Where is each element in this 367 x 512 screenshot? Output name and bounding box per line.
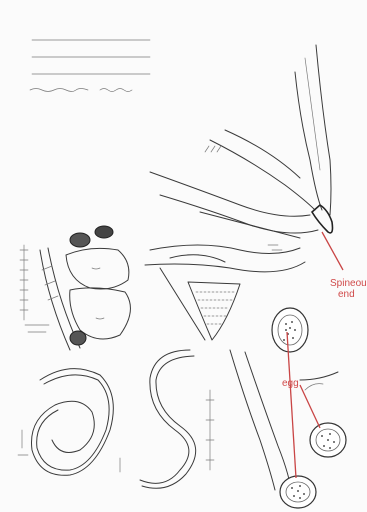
spineous-label-line1: Spineous	[330, 278, 367, 289]
spicule-and-organs	[20, 226, 130, 350]
egg-top	[272, 308, 308, 352]
worm-anterior-outline	[150, 45, 333, 238]
worm-middle-outline	[145, 245, 305, 272]
egg-label: egg	[282, 378, 299, 389]
header-lines	[30, 40, 150, 92]
egg-middle	[310, 423, 346, 457]
spineous-end-label: Spineous end	[330, 278, 367, 300]
egg-pointer-bottom	[287, 332, 296, 478]
s-shaped-worm	[120, 350, 196, 488]
tail-triangle	[160, 268, 240, 340]
spineous-label-line2: end	[330, 289, 355, 300]
egg-pointer-middle	[300, 385, 320, 428]
egg-bottom	[280, 476, 316, 508]
coiled-worm	[18, 369, 113, 476]
spineous-end-pointer	[322, 232, 343, 270]
